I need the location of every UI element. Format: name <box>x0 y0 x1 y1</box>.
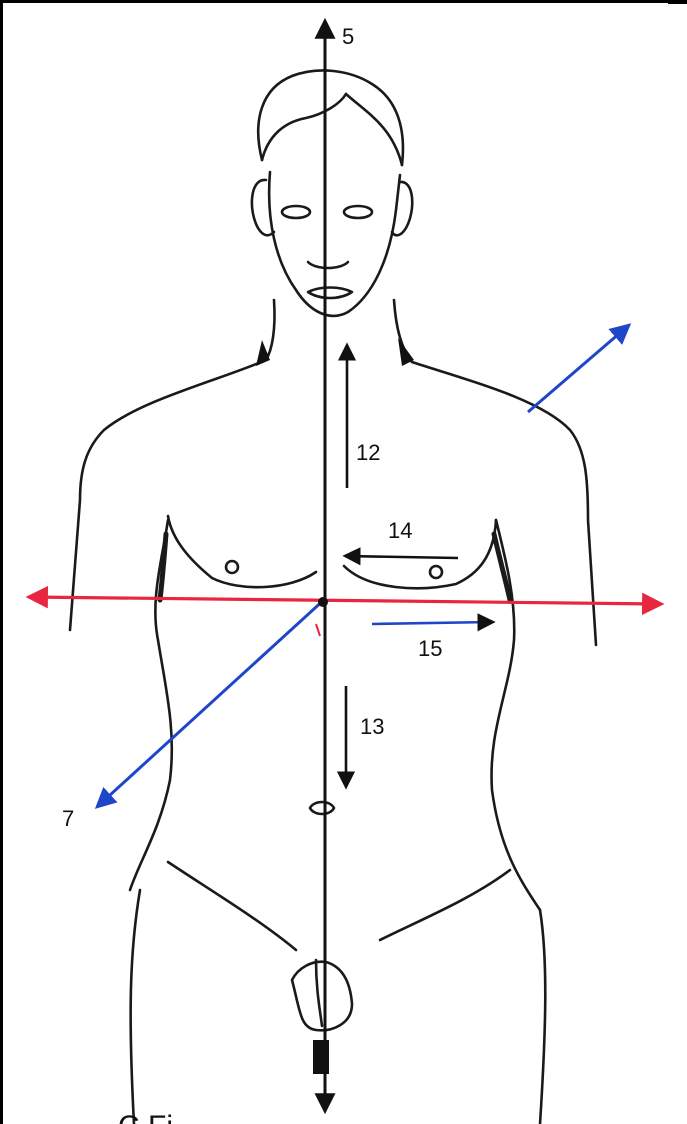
lower-axis-shadow <box>313 1040 329 1074</box>
left-hip-line <box>168 862 296 950</box>
right-torso <box>492 520 540 910</box>
left-armpit <box>160 534 166 600</box>
corner-mark <box>668 0 687 4</box>
red-tick <box>316 624 320 636</box>
right-eye <box>344 206 372 218</box>
downward-arrow-label: 13 <box>360 714 384 739</box>
nose <box>308 262 348 268</box>
left-nipple <box>226 561 238 573</box>
vertical-axis-label: 5 <box>342 24 354 49</box>
rightward-arrow-label: 15 <box>418 636 442 661</box>
left-shoulder <box>70 360 266 630</box>
right-leg <box>540 910 545 1124</box>
right-hip-line <box>380 870 510 940</box>
left-leg <box>131 890 140 1124</box>
neck-left <box>266 300 275 360</box>
axis-intersection-point <box>318 597 328 607</box>
hair-line <box>262 94 346 160</box>
leftward-arrow-label: 14 <box>388 518 412 543</box>
figure-caption-partial: C Fi <box>118 1110 173 1124</box>
left-torso <box>130 520 172 890</box>
horizontal-axis-arrow <box>30 597 660 604</box>
leftward-arrow <box>346 556 458 558</box>
right-pectoral <box>344 520 496 588</box>
left-eye <box>282 206 310 218</box>
oblique-axis-lower-arrow <box>98 598 326 806</box>
oblique-axis-label: 7 <box>62 806 74 831</box>
oblique-axis-upper-arrow <box>528 326 628 412</box>
genitals-detail <box>316 960 322 1026</box>
neck-shadow-left <box>256 340 270 366</box>
upward-arrow-label: 12 <box>356 440 380 465</box>
left-pectoral <box>168 516 316 587</box>
right-nipple <box>430 566 442 578</box>
face-outline <box>269 172 400 316</box>
navel <box>310 802 334 814</box>
rightward-arrow <box>372 622 492 624</box>
mouth <box>308 288 352 299</box>
head-outline <box>258 70 403 165</box>
